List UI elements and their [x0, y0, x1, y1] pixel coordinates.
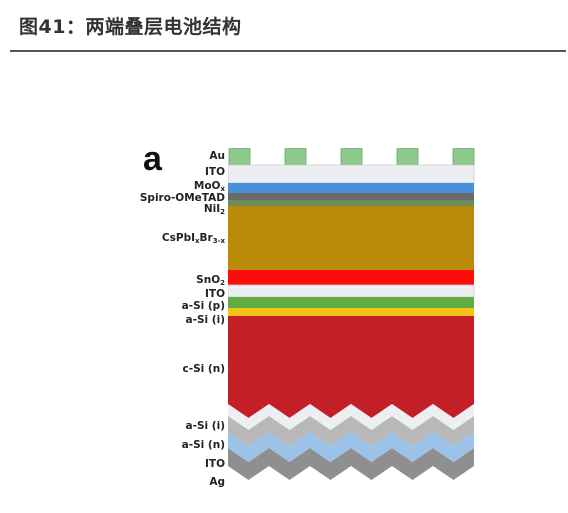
figure-title: 图41：两端叠层电池结构: [19, 16, 242, 38]
layer-asi-n: [228, 416, 474, 446]
au-contacts: [228, 148, 475, 166]
label-spiro: Spiro-OMeTAD: [139, 192, 225, 204]
layer-nil2: [228, 200, 474, 206]
tandem-cell-stack: [228, 148, 476, 498]
panel-letter: a: [143, 140, 162, 178]
textured-bottom-layers: [228, 316, 474, 480]
layer-moox: [228, 183, 474, 193]
au-contact-pad: [340, 148, 363, 166]
layer-csi-n: [228, 316, 474, 418]
layer-ito-mid: [228, 284, 475, 298]
layer-ag: [228, 448, 474, 480]
au-contact-pad: [452, 148, 475, 166]
layer-ito-bot: [228, 432, 474, 462]
label-asi-i-bot: a-Si (i): [185, 420, 225, 432]
layer-perovskite: [228, 206, 474, 270]
au-contact-pad: [228, 148, 251, 166]
layer-spiro: [228, 193, 474, 200]
layer-stack-svg: [228, 148, 475, 480]
au-contact-pad: [284, 148, 307, 166]
layer-ito-top: [228, 164, 475, 184]
label-ito-top: ITO: [205, 166, 225, 178]
au-contact-pad: [396, 148, 419, 166]
label-au: Au: [209, 150, 225, 162]
label-asi-n: a-Si (n): [181, 439, 225, 451]
layer-sno2: [228, 270, 474, 285]
label-asi-i-top: a-Si (i): [185, 314, 225, 326]
label-ito-bot: ITO: [205, 458, 225, 470]
label-ag: Ag: [209, 476, 225, 488]
label-ito-mid: ITO: [205, 288, 225, 300]
title-divider: [10, 50, 566, 52]
layer-asi-i-bot: [228, 404, 474, 430]
label-moox: MoOx: [193, 180, 225, 193]
label-sno2: SnO2: [196, 274, 225, 287]
label-perovskite: CsPbIxBr3-x: [161, 232, 225, 245]
label-asi-p: a-Si (p): [181, 300, 225, 312]
layer-asi-i-top: [228, 308, 474, 316]
label-csi-n: c-Si (n): [182, 363, 225, 375]
label-nil2: NiI2: [203, 203, 225, 216]
layer-asi-p: [228, 297, 474, 308]
